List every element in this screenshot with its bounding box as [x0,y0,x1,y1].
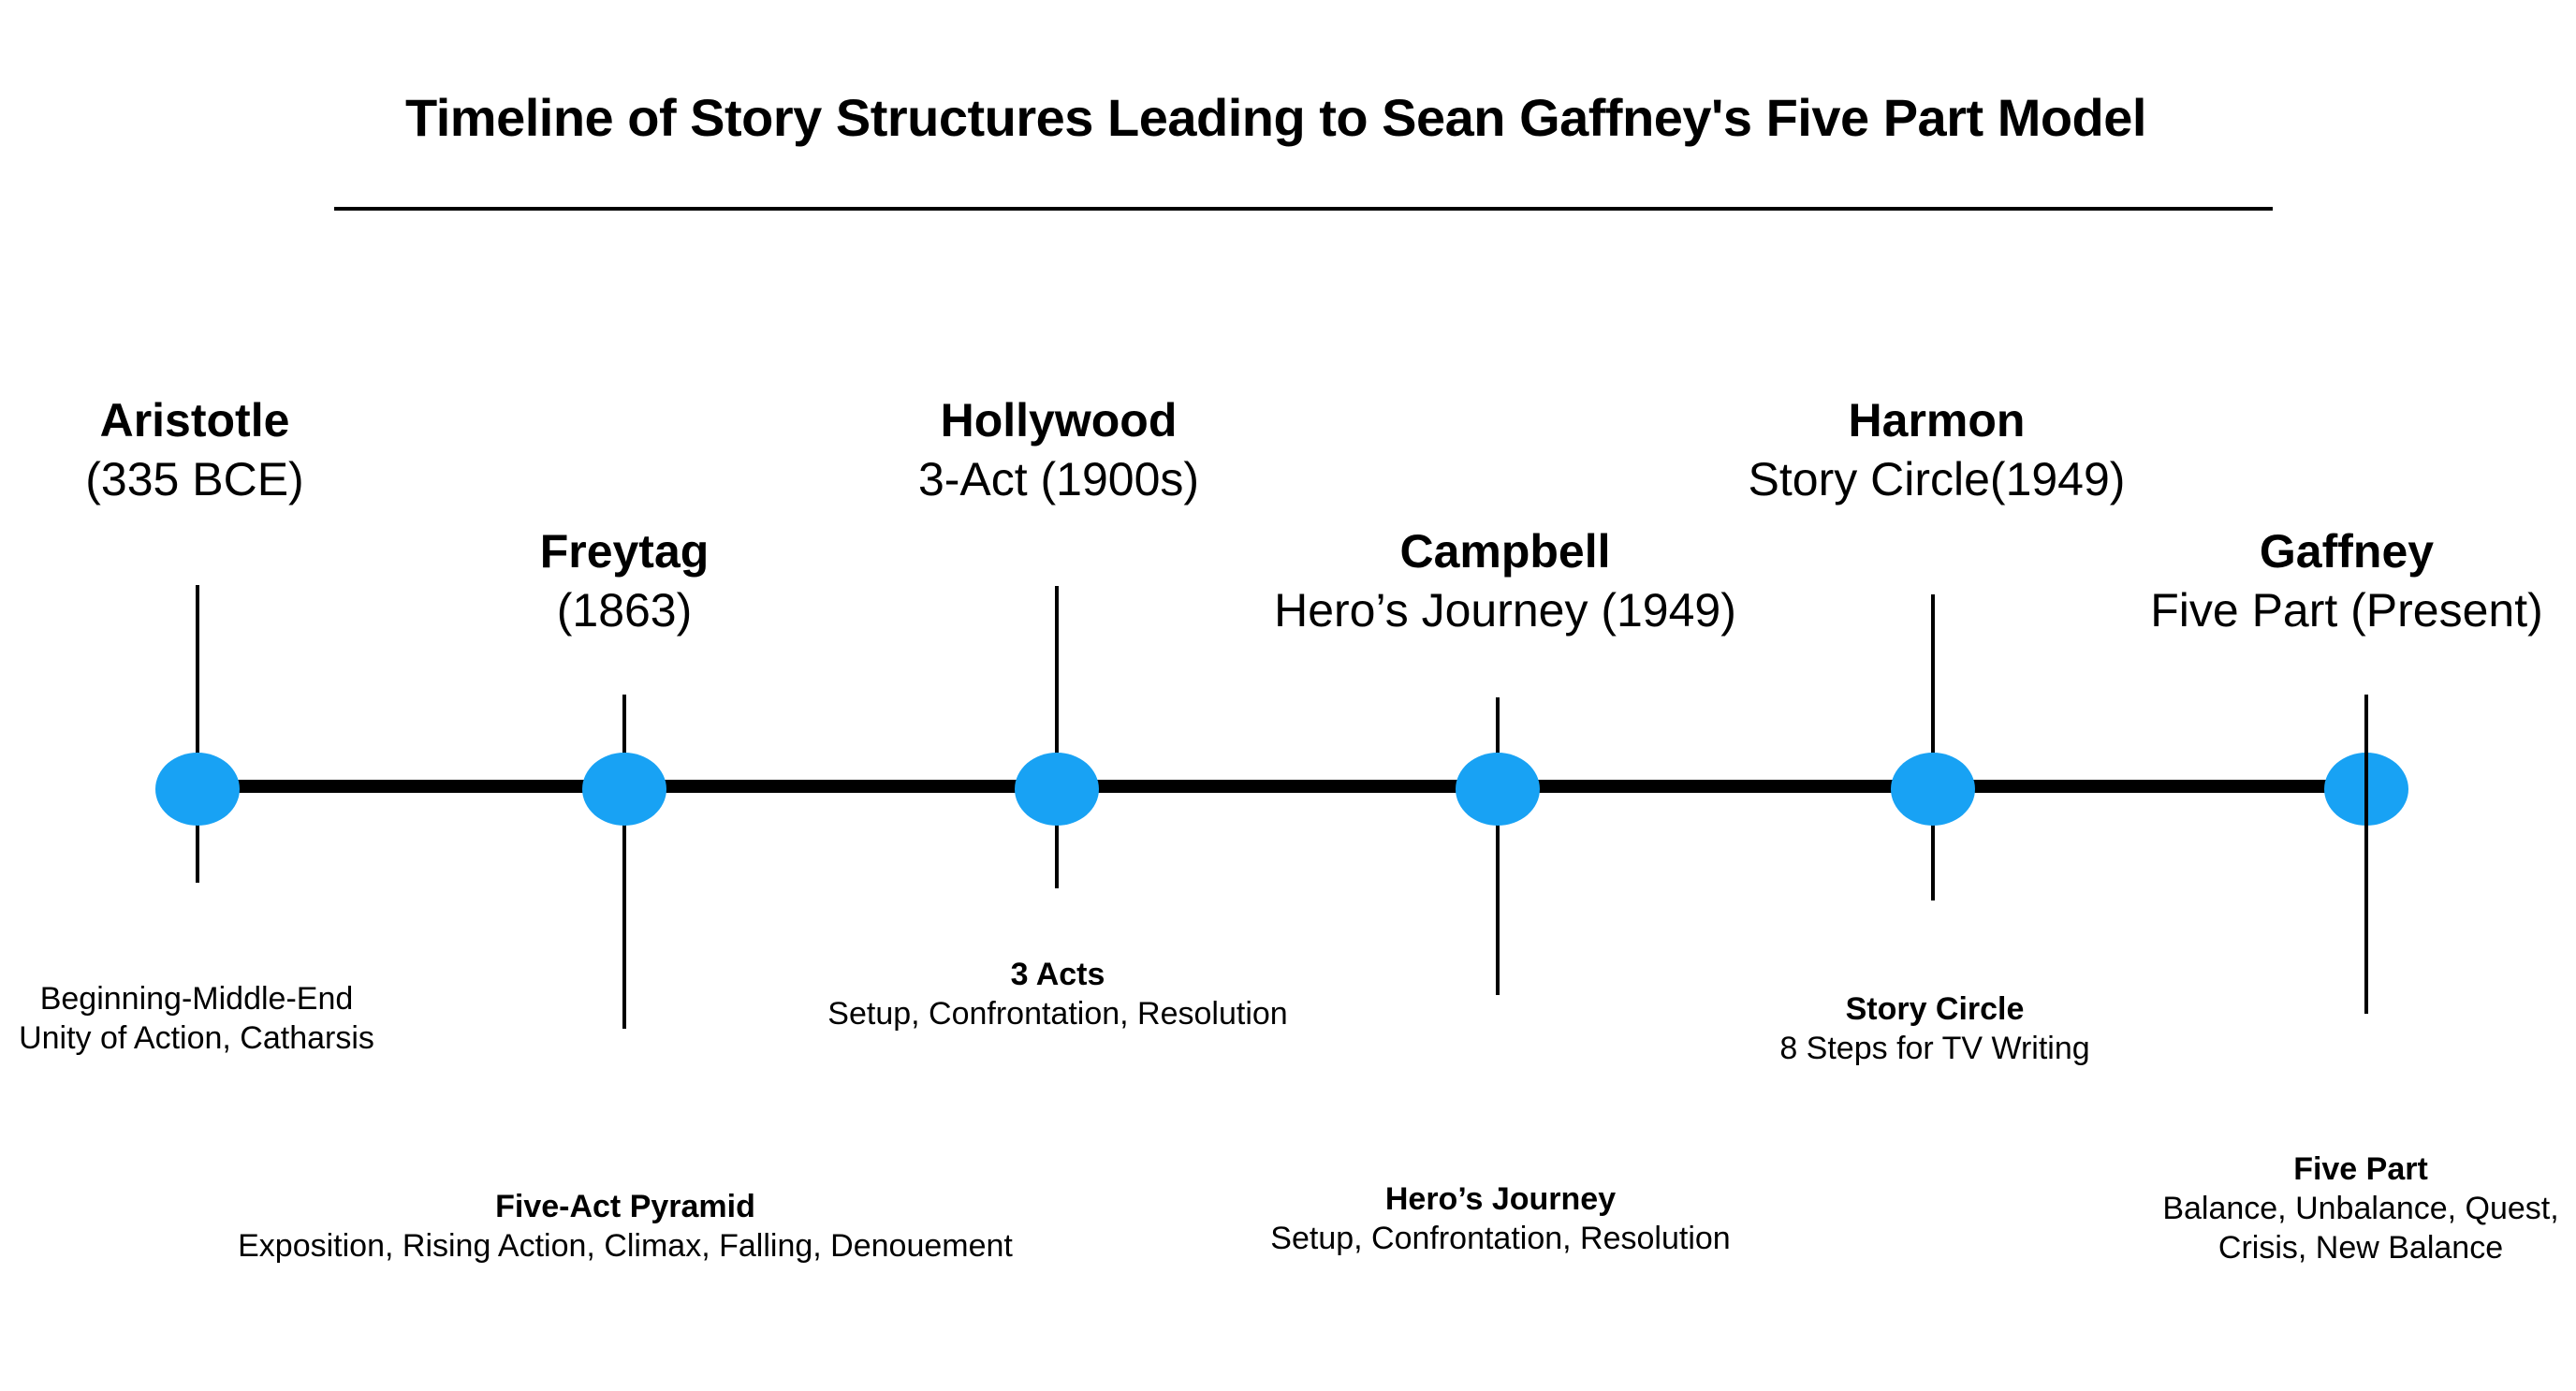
event-label: Gaffney Five Part (Present) [2066,522,2576,640]
event-subtitle: 3-Act (1900s) [917,453,1200,505]
description-line: 8 Steps for TV Writing [1779,1031,2090,1066]
event-label: Campbell Hero’s Journey (1949) [1224,522,1786,640]
event-description: Five-Act Pyramid Exposition, Rising Acti… [204,1187,1046,1266]
event-tick-line [1931,594,1935,900]
event-name: Gaffney [2259,525,2435,578]
description-title: Five Part [2293,1151,2428,1187]
description-title: 3 Acts [1010,957,1105,992]
event-label: Harmon Story Circle(1949) [1656,391,2217,509]
description-title: Five-Act Pyramid [495,1189,755,1224]
event-label: Aristotle (335 BCE) [0,391,476,509]
timeline-node [1456,753,1540,826]
event-description: 3 Acts Setup, Confrontation, Resolution [637,955,1479,1033]
timeline-node [1015,753,1099,826]
event-name: Freytag [539,525,710,578]
event-label: Hollywood 3-Act (1900s) [778,391,1339,509]
page-title: Timeline of Story Structures Leading to … [405,88,2146,147]
description-line: Unity of Action, Catharsis [19,1020,374,1056]
description-line: Exposition, Rising Action, Climax, Falli… [238,1228,1013,1264]
event-tick-line [1496,697,1500,995]
event-subtitle: (335 BCE) [85,453,304,505]
event-subtitle: Hero’s Journey (1949) [1274,584,1736,637]
event-subtitle: Five Part (Present) [2150,584,2543,637]
description-title: Story Circle [1845,991,2025,1027]
description-title: Hero’s Journey [1384,1181,1617,1217]
event-tick-line [622,695,626,1029]
event-tick-line [2364,695,2368,1014]
timeline-node [582,753,666,826]
event-description: Story Circle 8 Steps for TV Writing [1514,989,2356,1068]
description-line: Setup, Confrontation, Resolution [1270,1221,1731,1256]
timeline-node [1891,753,1975,826]
event-description: Five Part Balance, Unbalance, Quest, Cri… [1939,1149,2576,1267]
event-name: Harmon [1848,394,2026,447]
title-underline [334,207,2273,211]
event-description: Hero’s Journey Setup, Confrontation, Res… [1079,1179,1922,1258]
event-name: Hollywood [940,394,1178,447]
description-line: Beginning-Middle-End [39,981,354,1017]
event-name: Aristotle [99,394,290,447]
event-description: Beginning-Middle-End Unity of Action, Ca… [0,979,618,1058]
event-name: Campbell [1399,525,1611,578]
description-line: Balance, Unbalance, Quest, [2162,1191,2559,1226]
timeline-axis [195,780,2366,793]
event-subtitle: Story Circle(1949) [1748,453,2126,505]
timeline-node [155,753,240,826]
description-line: Crisis, New Balance [2217,1230,2504,1266]
event-tick-line [196,585,199,883]
event-tick-line [1055,586,1059,888]
event-label: Freytag (1863) [344,522,905,640]
description-line: Setup, Confrontation, Resolution [827,996,1288,1032]
event-subtitle: (1863) [556,584,693,637]
